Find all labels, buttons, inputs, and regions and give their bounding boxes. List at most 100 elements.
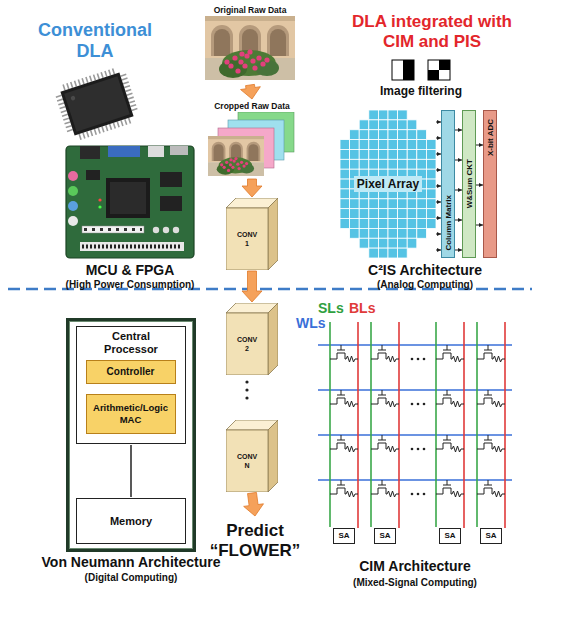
- signal-arrows-part: [455, 250, 462, 251]
- conv-layer-shape-part: [226, 313, 268, 375]
- pixel-array-shape-part: [378, 209, 388, 219]
- pixel-array-shape-part: [388, 238, 398, 248]
- image-stack-node-shape-part-part: [223, 166, 226, 169]
- connector-line: [130, 445, 132, 497]
- pixel-array-shape-part: [417, 149, 427, 159]
- pixel-array-shape-part: [369, 120, 379, 130]
- pixel-array-shape-part: [340, 159, 350, 169]
- image-stack-node-shape-part-part: [231, 166, 234, 169]
- label-text: SLs: [318, 300, 348, 316]
- fpga-board: [66, 146, 194, 258]
- image-node-shape-part-part: [264, 57, 269, 62]
- image-node-shape-part-part: [228, 63, 233, 68]
- node-text: CONV 1: [234, 230, 260, 248]
- filter-kernels-part: [428, 70, 439, 80]
- cim-crossbar-part: [330, 480, 358, 497]
- column-matrix-bar: Column Matrix: [441, 110, 455, 258]
- von-neumann-box: Von Neumann Architecture(Digital Computi…: [66, 318, 196, 552]
- fpga-board-part: [80, 242, 184, 251]
- pixel-array: Pixel Array: [340, 110, 436, 258]
- node-text: Column Matrix: [444, 195, 453, 251]
- pixel-array-shape-part: [359, 149, 369, 159]
- node-text: SA: [379, 531, 390, 541]
- cim-crossbar-part-part: [463, 322, 465, 528]
- cim-crossbar-part: [436, 480, 464, 497]
- cim-crossbar-part-part: [417, 448, 420, 451]
- conv-dots-part: [245, 380, 248, 383]
- caption-area: Von Neumann Architecture(Digital Computi…: [21, 554, 241, 584]
- pixel-array-shape-part: [398, 228, 408, 238]
- pixel-array-shape-part: [388, 199, 398, 209]
- chip-illustration-part: [64, 76, 130, 131]
- cim-crossbar-part: [330, 322, 477, 527]
- pixel-array-shape-part: [340, 179, 350, 189]
- node-text: Pixel Array: [354, 176, 422, 192]
- cim-crossbar-part-part: [423, 448, 426, 451]
- pixel-array-shape-part: [378, 140, 388, 150]
- label-text: Image filtering: [366, 84, 476, 98]
- signal-arrows-part: [476, 225, 483, 226]
- cim-crossbar-part: [477, 390, 505, 407]
- image-stack-node-shape-part-part: [242, 164, 245, 167]
- pixel-array-shape-part: [350, 219, 360, 229]
- flow-arrow: [244, 492, 264, 516]
- fpga-board-part: [160, 196, 182, 211]
- pixel-array-shape-part: [340, 199, 350, 209]
- pixel-array-shape-part: [388, 110, 398, 120]
- pixel-array-shape-part: [426, 189, 436, 199]
- fpga-board-part: [84, 228, 142, 231]
- image-node-shape-part-part: [224, 59, 229, 64]
- pixel-array-shape-part: [359, 120, 369, 130]
- cim-crossbar-part-part: [417, 403, 420, 406]
- image-node-shape-part-part: [205, 20, 295, 58]
- signal-arrows-part: [476, 145, 483, 146]
- pixel-array-shape-part: [388, 120, 398, 130]
- pixel-array-shape-part: [350, 209, 360, 219]
- pixel-array-shape-part: [359, 159, 369, 169]
- sense-amp-box: SA: [439, 528, 461, 544]
- pixel-array-shape-part: [340, 209, 350, 219]
- pixel-array-shape-part: [350, 140, 360, 150]
- flow-arrow: [242, 271, 262, 302]
- image-node-shape-part-part: [211, 25, 233, 56]
- pixel-array-shape-part: [407, 199, 417, 209]
- node-text: CONV 2: [234, 335, 260, 353]
- pixel-array-shape-part: [407, 140, 417, 150]
- label-text: (Analog Computing): [345, 279, 505, 290]
- image-node-shape-part-part: [260, 61, 265, 66]
- pixel-array-shape-part: [369, 149, 379, 159]
- image-node-shape: [205, 16, 295, 80]
- image-node-shape-part-part: [235, 68, 240, 73]
- pixel-array-shape-part: [398, 248, 408, 258]
- pixel-array-shape-part: [426, 209, 436, 219]
- node-text: X-bit ADC: [486, 119, 495, 156]
- pixel-array-shape-part: [378, 219, 388, 229]
- pixel-array-shape-part: [378, 149, 388, 159]
- pixel-array-shape-part: [359, 228, 369, 238]
- pixel-array-shape-part: [417, 199, 427, 209]
- cim-crossbar-part: [477, 345, 505, 362]
- conv-dots-part: [245, 388, 248, 391]
- pixel-array-shape-part: [388, 130, 398, 140]
- conv-dots: [245, 380, 248, 399]
- pixel-array-shape-part: [388, 149, 398, 159]
- signal-arrows-part: [455, 190, 462, 191]
- cim-crossbar-part-part: [411, 448, 414, 451]
- pixel-array-shape-part: [398, 219, 408, 229]
- text-area: CONV 2: [226, 313, 268, 375]
- pixel-array-shape-part: [407, 159, 417, 169]
- pixel-array-shape-part: [369, 228, 379, 238]
- fpga-board-part: [108, 146, 140, 157]
- image-stack-node-shape-part-part: [234, 157, 237, 160]
- image-stack-node-shape-part-part: [237, 167, 240, 170]
- image-node-shape-part-part: [267, 25, 289, 56]
- image-node-shape-part-part: [252, 65, 257, 70]
- pixel-array-shape-part: [398, 140, 408, 150]
- cim-crossbar-part: [330, 435, 358, 452]
- pixel-array-shape-part: [369, 219, 379, 229]
- node-text: Controller: [107, 366, 155, 378]
- node-text: W&Sum CKT: [465, 159, 474, 208]
- fpga-board-part: [66, 146, 194, 258]
- image-stack-node-shape-part-part: [217, 164, 234, 175]
- cim-crossbar-part: [330, 345, 358, 362]
